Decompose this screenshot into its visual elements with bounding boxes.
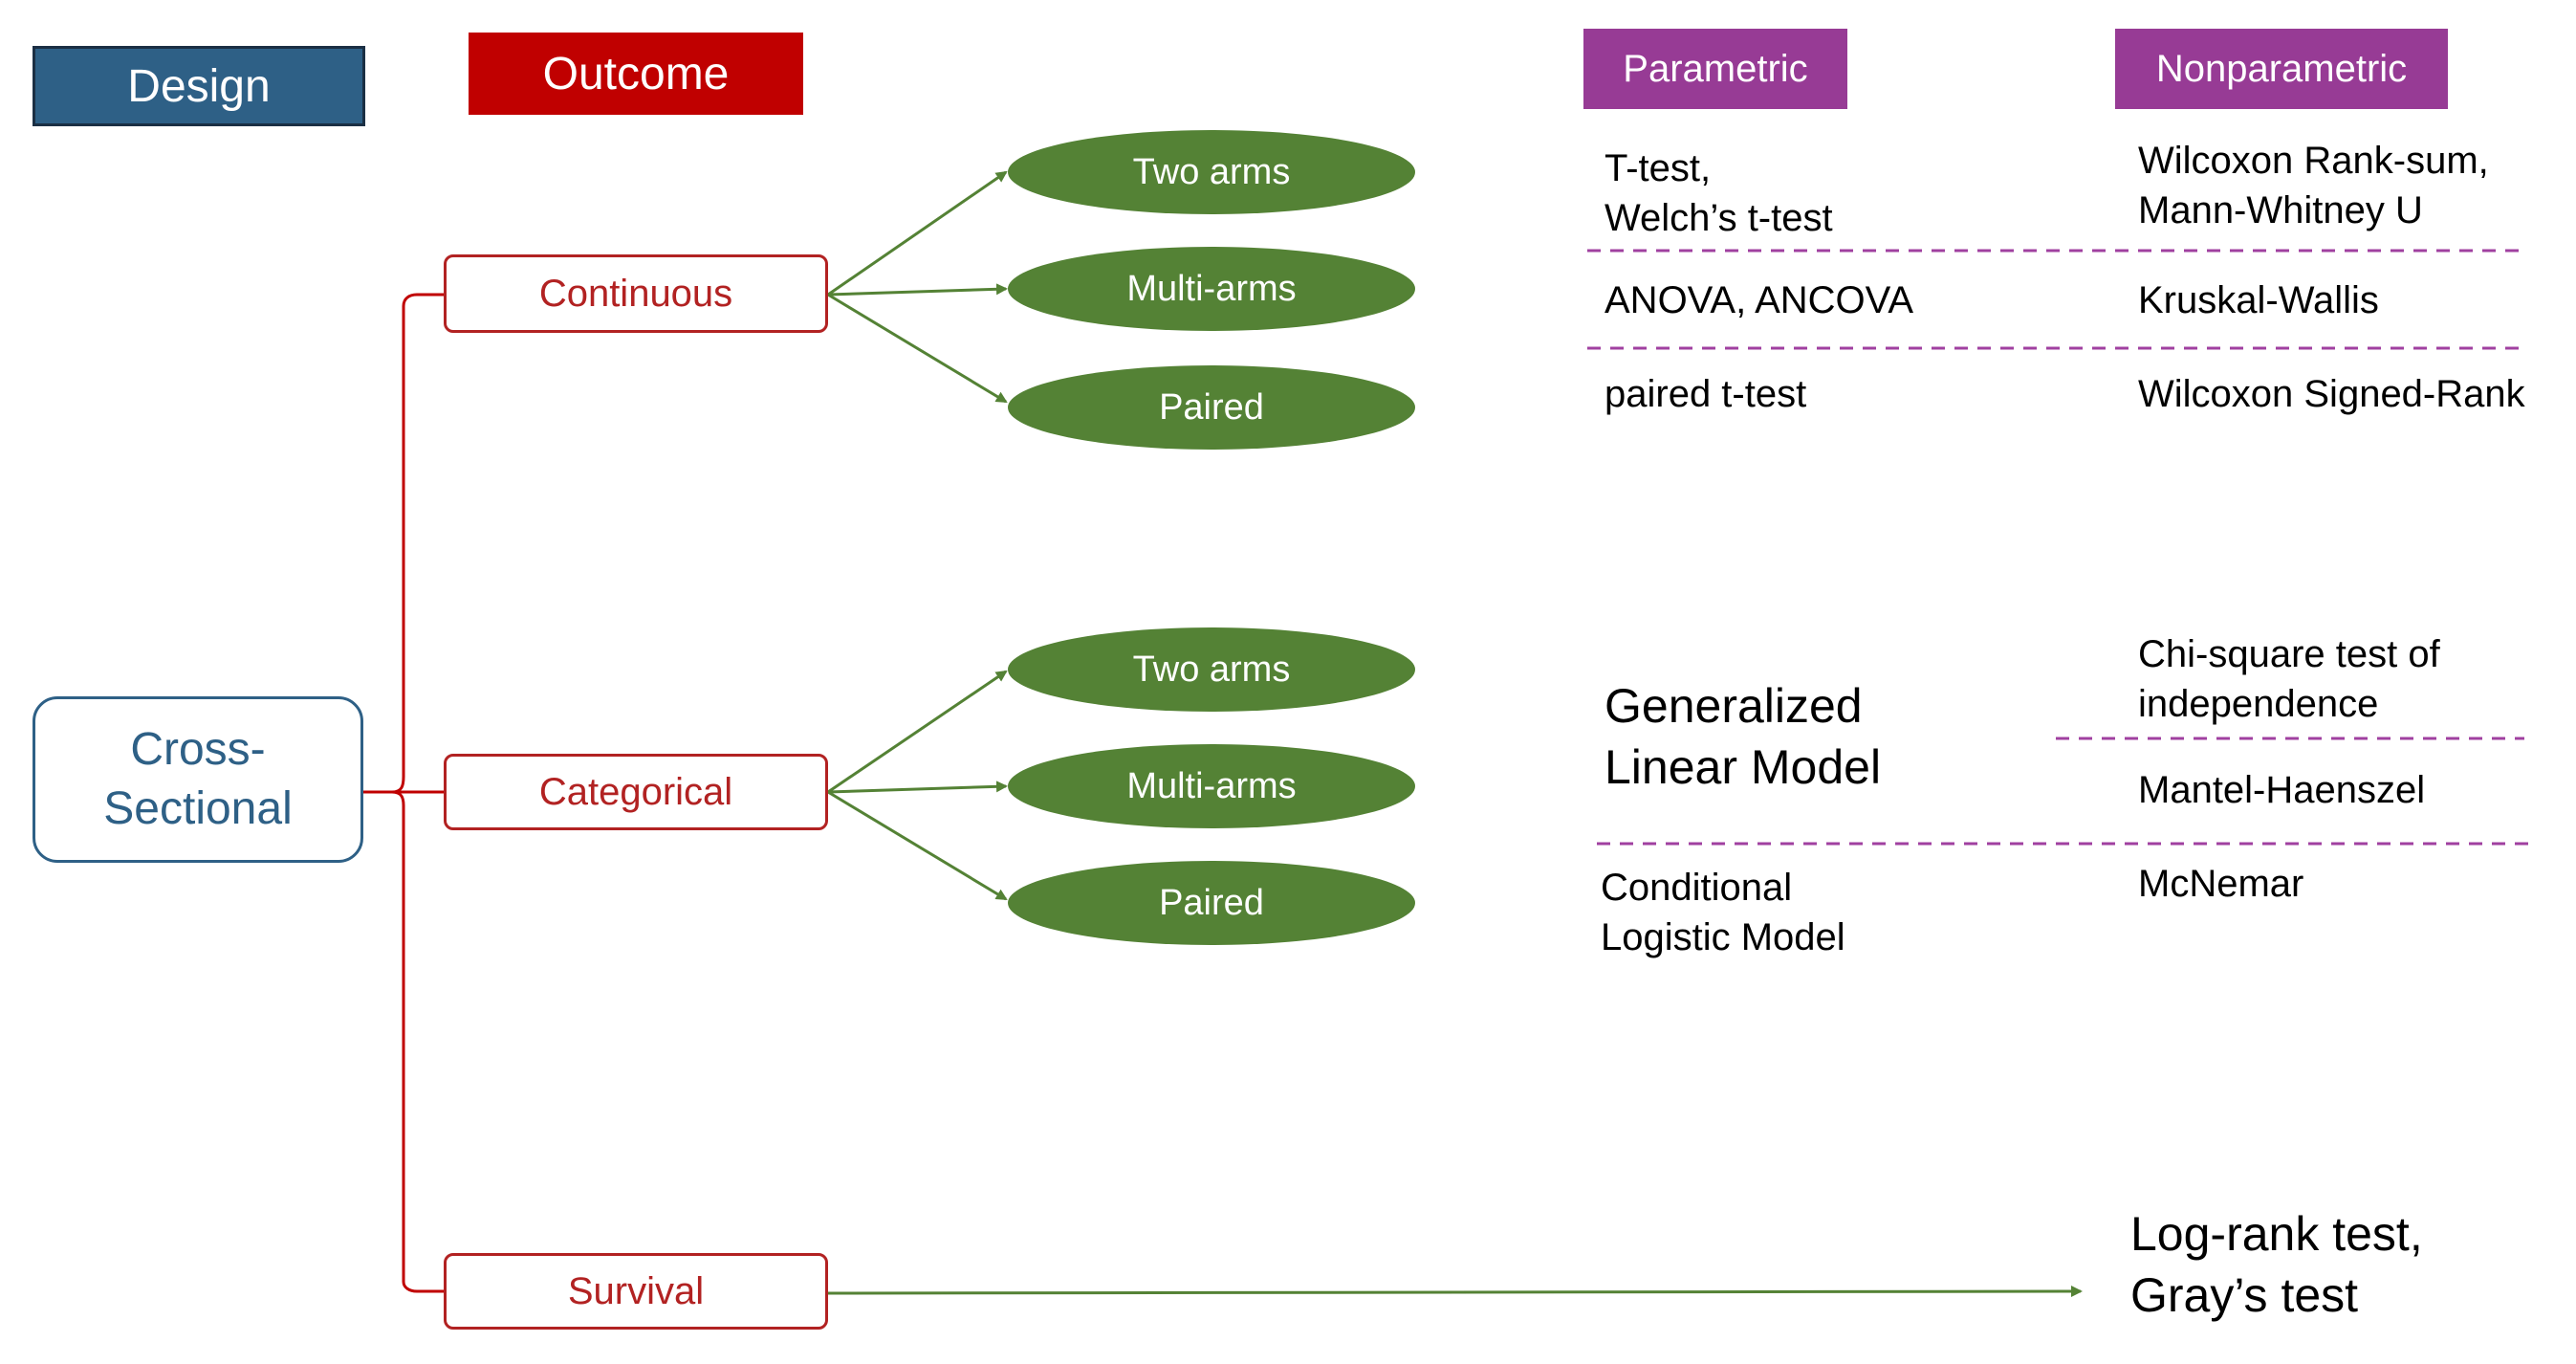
outcome-categorical-node: Categorical [444,754,828,830]
design-header-label: Design [127,60,271,112]
continuous-nonparametric-two-arms-tests: Wilcoxon Rank-sum, Mann-Whitney U [2138,136,2489,235]
test-line: Kruskal-Wallis [2138,279,2379,321]
nonparametric-header: Nonparametric [2115,29,2448,109]
categorical-paired-ellipse: Paired [1008,861,1415,945]
test-line: Mantel-Haenszel [2138,769,2426,811]
design-node-line-2: Sectional [103,783,293,834]
dashed-dividers [1587,249,2529,846]
test-line: Chi-square test of [2138,633,2440,675]
categorical-parametric-paired-test: Conditional Logistic Model [1601,863,1845,962]
test-line: independence [2138,683,2379,725]
outcome-continuous-node: Continuous [444,254,828,333]
continuous-two-arms-ellipse: Two arms [1008,130,1415,214]
continuous-paired-label: Paired [1159,386,1264,428]
categorical-nonparametric-paired-test: McNemar [2138,859,2303,909]
continuous-paired-ellipse: Paired [1008,365,1415,450]
categorical-nonparametric-two-arms-tests: Chi-square test of independence [2138,629,2440,729]
categorical-multi-arms-label: Multi-arms [1126,765,1297,806]
continuous-two-arms-label: Two arms [1132,151,1291,192]
outcome-categorical-label: Categorical [538,770,733,813]
design-node-line-1: Cross- [130,724,266,775]
outcome-header: Outcome [469,33,803,115]
test-line: Generalized [1605,679,1863,733]
test-line: Welch’s t-test [1605,197,1833,239]
test-line: Log-rank test, [2130,1207,2423,1261]
categorical-parametric-glm: Generalized Linear Model [1605,675,1881,798]
continuous-parametric-paired-test: paired t-test [1605,369,1806,419]
test-line: Gray’s test [2130,1268,2359,1322]
test-line: T-test, [1605,147,1712,189]
design-cross-sectional-node: Cross- Sectional [33,696,363,863]
outcome-continuous-label: Continuous [538,272,733,315]
outcome-survival-node: Survival [444,1253,828,1330]
nonparametric-header-label: Nonparametric [2155,47,2408,90]
test-line: Wilcoxon Signed-Rank [2138,373,2525,415]
design-bracket [363,293,444,1293]
test-line: Wilcoxon Rank-sum, [2138,140,2489,182]
test-line: Mann-Whitney U [2138,189,2423,231]
categorical-multi-arms-ellipse: Multi-arms [1008,744,1415,828]
test-line: Conditional [1601,867,1793,909]
continuous-nonparametric-multi-arms-test: Kruskal-Wallis [2138,275,2379,325]
categorical-paired-label: Paired [1159,882,1264,923]
test-line: ANOVA, ANCOVA [1605,279,1914,321]
continuous-nonparametric-paired-test: Wilcoxon Signed-Rank [2138,369,2525,419]
test-line: Linear Model [1605,740,1882,794]
parametric-header-label: Parametric [1623,47,1808,90]
categorical-nonparametric-multi-arms-test: Mantel-Haenszel [2138,765,2425,815]
design-header: Design [33,46,365,126]
continuous-arrows [827,170,1008,404]
categorical-two-arms-ellipse: Two arms [1008,627,1415,712]
test-line: McNemar [2138,863,2304,905]
outcome-survival-label: Survival [567,1269,705,1312]
parametric-header: Parametric [1583,29,1847,109]
categorical-two-arms-label: Two arms [1132,649,1291,690]
continuous-parametric-multi-arms-test: ANOVA, ANCOVA [1605,275,1913,325]
continuous-multi-arms-label: Multi-arms [1126,268,1297,309]
survival-tests: Log-rank test, Gray’s test [2130,1203,2423,1326]
test-line: Logistic Model [1601,916,1845,958]
continuous-multi-arms-ellipse: Multi-arms [1008,247,1415,331]
continuous-parametric-two-arms-tests: T-test, Welch’s t-test [1605,143,1833,243]
outcome-header-label: Outcome [542,48,730,99]
survival-arrow [827,1286,2083,1298]
categorical-arrows [827,670,1008,901]
test-line: paired t-test [1605,373,1807,415]
